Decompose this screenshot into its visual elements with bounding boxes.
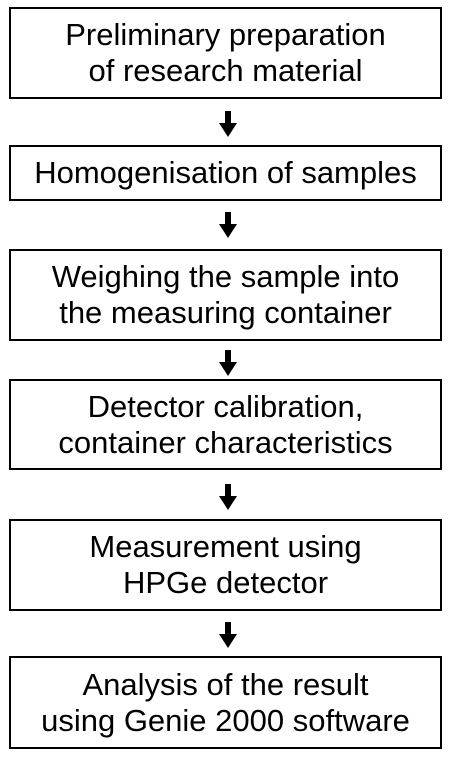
step-4-box: Detector calibration, container characte… [9, 379, 442, 470]
step-3-line-1: Weighing the sample into [51, 259, 400, 294]
down-arrow-icon [219, 350, 237, 376]
step-4-text: Detector calibration, container characte… [58, 389, 392, 461]
step-6-line-2: using Genie 2000 software [41, 702, 410, 738]
step-6-box: Analysis of the result using Genie 2000 … [9, 656, 442, 749]
step-2-box: Homogenisation of samples [9, 145, 442, 201]
step-6-text: Analysis of the result using Genie 2000 … [41, 667, 410, 739]
step-3-box: Weighing the sample into the measuring c… [9, 249, 442, 341]
down-arrow-icon [219, 622, 237, 648]
step-6-line-1: Analysis of the result [82, 666, 369, 702]
step-4-line-2: container characteristics [58, 424, 393, 460]
step-1-line-1: Preliminary preparation [65, 17, 386, 52]
step-5-box: Measurement using HPGe detector [9, 519, 442, 611]
step-4-line-1: Detector calibration, [87, 388, 364, 424]
step-1-line-2: of research material [88, 53, 363, 88]
step-1-box: Preliminary preparation of research mate… [9, 7, 442, 99]
step-3-text: Weighing the sample into the measuring c… [52, 259, 400, 331]
step-3-line-2: the measuring container [59, 295, 392, 330]
step-1-text: Preliminary preparation of research mate… [65, 17, 385, 89]
down-arrow-icon [219, 212, 237, 238]
down-arrow-icon [219, 484, 237, 510]
down-arrow-icon [219, 111, 237, 137]
step-2-text: Homogenisation of samples [34, 155, 417, 191]
step-2-line-1: Homogenisation of samples [34, 155, 417, 190]
step-5-text: Measurement using HPGe detector [89, 529, 361, 601]
step-5-line-1: Measurement using [89, 529, 362, 564]
step-5-line-2: HPGe detector [122, 565, 329, 600]
